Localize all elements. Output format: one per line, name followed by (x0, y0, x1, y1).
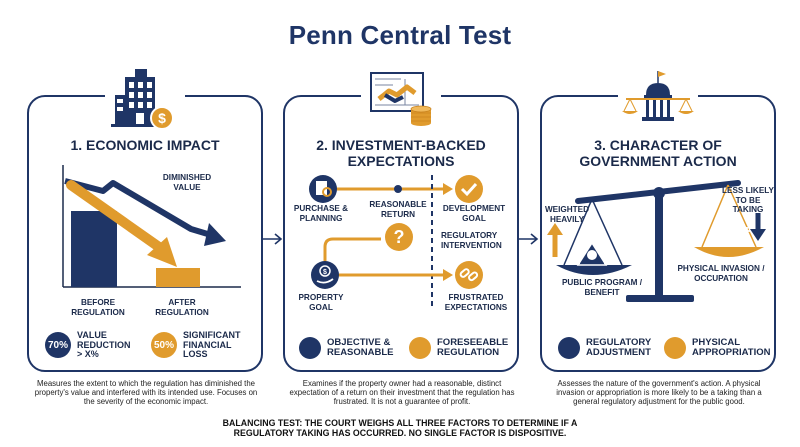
svg-text:?: ? (394, 227, 405, 247)
value-reduction-badge: 70% (45, 332, 71, 359)
svg-text:$: $ (323, 269, 327, 276)
objective-legend: OBJECTIVE &REASONABLE (299, 337, 394, 359)
government-action-description: Assesses the nature of the government's … (556, 379, 762, 406)
svg-text:$: $ (158, 110, 166, 126)
handshake-blueprint-icon (361, 65, 441, 135)
balance-scale-diagram (547, 180, 766, 302)
public-program-label: PUBLIC PROGRAM /BENEFIT (561, 278, 643, 297)
broken-link-icon (455, 261, 483, 289)
financial-loss-badge: 50% (151, 332, 177, 359)
page-title: Penn Central Test (288, 20, 512, 50)
panel-title: 1. ECONOMIC IMPACT (70, 137, 220, 153)
navy-legend-dot (299, 337, 321, 359)
balancing-test-footer: BALANCING TEST: THE COURT WEIGHS ALL THR… (222, 418, 578, 438)
connector-arrow-1 (263, 233, 283, 245)
objective-legend-text: OBJECTIVE &REASONABLE (327, 337, 394, 358)
purchase-planning-label: PURCHASE &PLANNING (293, 204, 349, 223)
question-icon (385, 223, 413, 251)
physical-invasion-label: PHYSICAL INVASION /OCCUPATION (677, 264, 765, 283)
value-decline-chart (62, 165, 241, 288)
expectations-flow-diagram: ? $ (309, 175, 483, 307)
building-money-icon: $ (105, 65, 185, 135)
after-bar (156, 268, 200, 287)
economic-impact-description: Measures the extent to which the regulat… (34, 379, 258, 406)
check-icon (455, 175, 483, 203)
connector-arrow-2 (519, 233, 539, 245)
before-bar (71, 211, 117, 287)
gold-legend-dot (409, 337, 431, 359)
gold-legend-dot (664, 337, 686, 359)
navy-legend-dot (558, 337, 580, 359)
courthouse-scales-icon (618, 65, 698, 135)
expectations-description: Examines if the property owner had a rea… (289, 379, 515, 406)
